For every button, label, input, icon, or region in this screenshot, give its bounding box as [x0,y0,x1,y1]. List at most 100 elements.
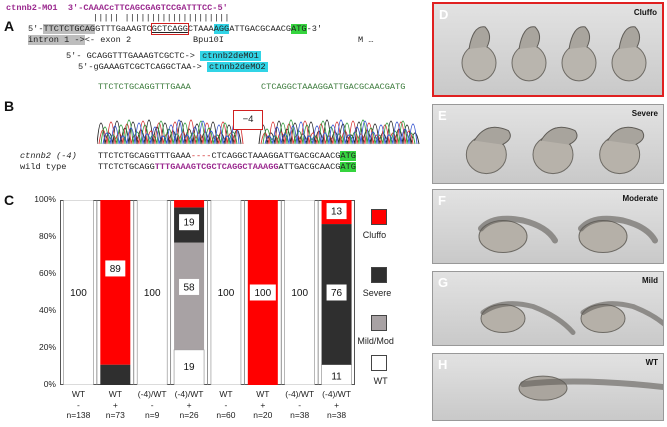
image-phenotype-label: WT [645,358,658,367]
exon-label: <- exon 2 [84,35,132,45]
x-label-genotype: WT [219,389,233,399]
legend-label: WT [373,376,388,386]
bpu10i-site: GCTCAGG [150,23,189,35]
deletion-box: −4 [233,110,263,130]
data-label-text: 19 [184,362,196,373]
x-category-label: WT-n=60 [208,389,245,421]
x-category-label: (-4)/WT+n=26 [171,389,208,421]
data-label-box [179,278,200,295]
x-category-label: (-4)/WT-n=38 [281,389,318,421]
x-label-n: n=20 [253,410,273,420]
data-label-box [212,284,239,301]
legend-swatch [371,267,387,283]
demo2-tag: ctnnb2deMO2 [206,62,268,72]
annotation-line: intron 1 -><- exon 2 [28,35,131,45]
image-panel-letter: F [438,193,446,208]
x-label-mo: + [112,399,118,410]
genomic-sequence: 5'-TTCTCTGCAGGTTTGaAAGTCGCTCAGGCTAAAAGGA… [28,23,323,35]
x-label-n: n=60 [216,410,236,420]
x-label-genotype: WT [71,389,86,399]
x-label-mo: - [224,399,228,410]
x-category-label: (-4)/WT-n=9 [134,389,171,421]
embryo-drawing [480,301,663,335]
image-panel-letter: H [438,357,448,372]
x-label-mo: - [298,399,302,410]
intron-label: intron 1 -> [28,35,85,45]
mutant-label: ctnnb2 (-4) [20,151,77,161]
image-phenotype-label: Moderate [622,194,658,203]
data-label-box [179,358,200,375]
embryo-drawing [461,26,647,82]
data-label-box [105,260,126,277]
bpu10i-label: Bpu10I [193,35,224,45]
demo1-line: 5'- GCAGGTTTGAAAGTCGCTC-> ctnnb2deMO1 [66,51,261,61]
x-label-n: n=138 [66,410,91,420]
y-tick-label: 40% [38,305,56,315]
x-label-n: n=38 [290,410,310,420]
y-tick-label: 0% [43,379,56,389]
data-label-text: 58 [184,282,196,293]
x-label-mo: + [260,399,266,410]
panel-label-c: C [4,192,15,208]
data-label-text: 100 [218,288,235,299]
data-label-text: 11 [331,371,342,382]
legend-swatch [371,315,387,331]
data-label: 19 [179,214,200,231]
data-label-text: 100 [291,288,308,299]
image-panel-letter: E [438,108,447,123]
x-label-mo: - [77,399,80,410]
embryo-image-h: H WT [432,353,664,421]
panel-label-b: B [4,98,15,114]
x-category-label: WT+n=20 [244,389,281,421]
embryo-drawing [478,215,658,253]
x-label-n: n=26 [179,410,199,420]
data-label: 100 [286,284,313,301]
x-label-genotype: (-4)/WT [285,389,315,399]
panel-label-a: A [4,18,15,34]
x-category-label: WT+n=73 [97,389,134,421]
pairing-pipes: ||||| |||||||||||||||||||| [93,13,230,23]
data-label: 89 [105,260,126,277]
mutant-seq: TTCTCTGCAGGTTTGAAA----CTCAGGCTAAAGGATTGA… [98,151,356,161]
data-label: 13 [326,203,347,220]
data-label: 11 [326,367,347,384]
demo2-line: 5'-gGAAAGTCGCTCAGGCTAA-> ctnnb2deMO2 [78,62,268,72]
x-label-genotype: WT [108,389,122,399]
x-label-mo: - [150,399,154,410]
image-panel-letter: D [439,7,449,22]
legend-label: Severe [362,288,392,298]
y-tick-label: 60% [38,268,56,278]
wildtype-seq: TTCTCTGCAGGTTTGAAAGTCGCTCAGGCTAAAGGATTGA… [98,162,356,172]
demo1-tag: ctnnb2deMO1 [200,51,261,61]
data-label: 76 [326,284,347,301]
x-category-label: (-4)/WT+n=38 [318,389,355,421]
mo1-sequence: ctnnb2-MO1 3'-CAAACcTTCAGCGAGTCCGATTTCC-… [6,3,228,13]
x-label-n: n=38 [326,410,347,420]
bar-segment-severe [100,364,131,385]
data-label-text: 100 [144,288,161,299]
intron-highlight: TTCTCTGCAG [43,24,96,34]
data-label-text: 100 [70,288,87,299]
data-label-text: 19 [184,218,196,229]
image-phenotype-label: Cluffo [633,8,657,17]
chromatogram [97,119,420,145]
x-label-genotype: (-4)/WT [322,389,351,399]
x-label-genotype: (-4)/WT [137,389,167,399]
start-codon: ATG [291,24,307,34]
legend-swatch [371,209,387,225]
data-label-box [326,367,347,384]
bar-segment-mildmod [174,242,205,350]
bar-segment-cluffo [100,200,131,365]
x-label-genotype: (-4)/WT [174,389,204,399]
legend-swatch [371,355,387,371]
x-label-mo: + [334,399,340,410]
y-tick-label: 80% [38,231,56,241]
data-label-box [179,214,200,231]
y-tick-label: 100% [34,194,56,204]
wildtype-label: wild type [20,162,67,172]
data-label-box [249,284,276,301]
trace-top-right: CTCAGGCTAAAGGATTGACGCAACGATG [261,82,406,92]
